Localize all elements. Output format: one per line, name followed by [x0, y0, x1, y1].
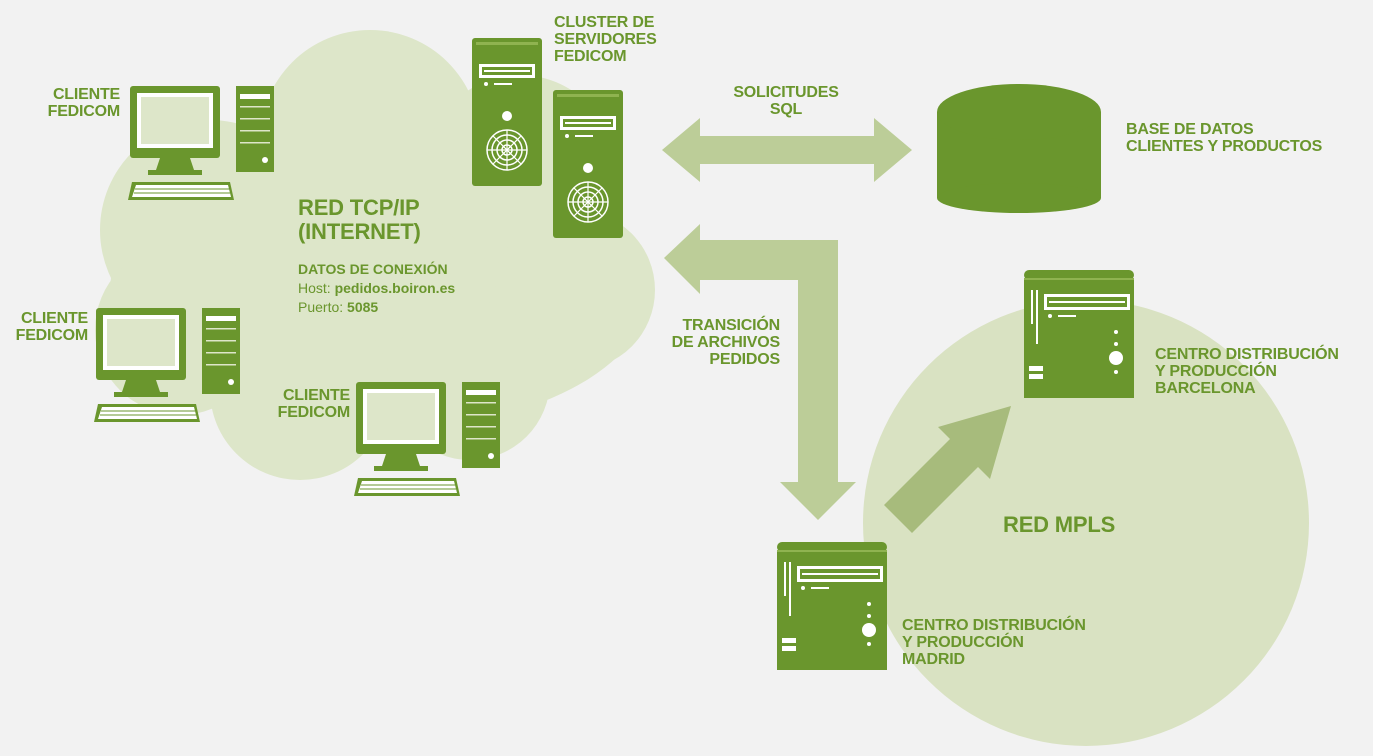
port-value: 5085	[347, 299, 379, 315]
mpls-network-circle	[863, 300, 1309, 746]
database-label: BASE DE DATOS CLIENTES Y PRODUCTOS	[1126, 121, 1323, 155]
server-tower-icon	[552, 89, 624, 239]
barcelona-server-icon	[1024, 270, 1134, 398]
madrid-server-icon	[777, 542, 887, 670]
internet-title: RED TCP/IP (INTERNET)	[298, 195, 421, 244]
client-label-2: CLIENTE FEDICOM	[15, 310, 89, 344]
mpls-diagonal-arrow	[884, 406, 1011, 533]
database-cylinder-icon	[937, 84, 1101, 213]
cluster-label: CLUSTER DE SERVIDORES FEDICOM	[554, 14, 657, 65]
connection-details: DATOS DE CONEXIÓN Host: pedidos.boiron.e…	[298, 260, 455, 317]
host-line: Host: pedidos.boiron.es	[298, 279, 455, 298]
connection-title: DATOS DE CONEXIÓN	[298, 261, 448, 277]
barcelona-label: CENTRO DISTRIBUCIÓN Y PRODUCCIÓN BARCELO…	[1155, 346, 1339, 397]
host-value: pedidos.boiron.es	[334, 280, 456, 296]
desktop-computer-icon	[353, 381, 501, 497]
port-label: Puerto:	[298, 299, 348, 315]
madrid-label: CENTRO DISTRIBUCIÓN Y PRODUCCIÓN MADRID	[902, 617, 1086, 668]
orders-arrow-label: TRANSICIÓN DE ARCHIVOS PEDIDOS	[671, 317, 781, 368]
mpls-label: RED MPLS	[1003, 512, 1116, 537]
client-label-3: CLIENTE FEDICOM	[277, 387, 351, 421]
orders-transfer-arrow	[664, 224, 856, 520]
host-label: Host:	[298, 280, 335, 296]
port-line: Puerto: 5085	[298, 298, 455, 317]
client-label-1: CLIENTE FEDICOM	[47, 86, 121, 120]
sql-arrow-label: SOLICITUDES SQL	[733, 84, 839, 118]
sql-double-arrow	[662, 118, 912, 182]
server-tower-icon	[471, 37, 543, 187]
